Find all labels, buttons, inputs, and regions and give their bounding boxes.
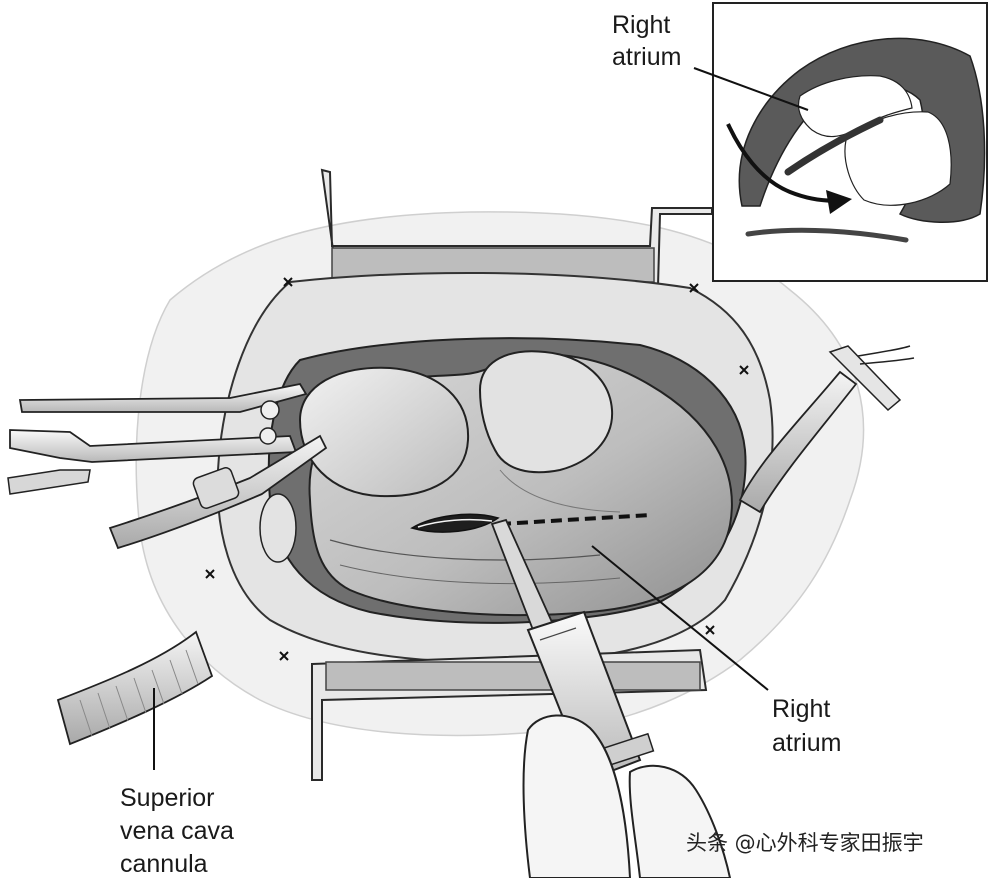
- label-inset-right-atrium-line2: atrium: [612, 43, 681, 71]
- leader-lines: [153, 67, 809, 770]
- atriotomy-incision: [410, 513, 651, 533]
- label-inset-right-atrium-line1: Right: [612, 11, 670, 39]
- inset-diagram: [712, 2, 988, 282]
- label-main-right-atrium-line1: Right: [772, 695, 830, 723]
- leader-inset-right-atrium: [693, 67, 809, 111]
- aortic-cannula: [108, 434, 328, 563]
- label-main-right-atrium-line2: atrium: [772, 729, 841, 757]
- leader-main-right-atrium: [591, 545, 769, 691]
- right-retractor-tube: [738, 345, 915, 514]
- svc-cannula: [56, 630, 214, 746]
- label-svc-cannula-line1: Superior: [120, 784, 215, 812]
- hand: [522, 714, 732, 878]
- watermark: 头条 @心外科专家田振宇: [686, 831, 924, 855]
- label-svc-cannula-line3: cannula: [120, 850, 208, 878]
- stay-sutures: [205, 277, 749, 661]
- heart: [298, 350, 733, 617]
- label-svc-cannula-line2: vena cava: [120, 817, 234, 845]
